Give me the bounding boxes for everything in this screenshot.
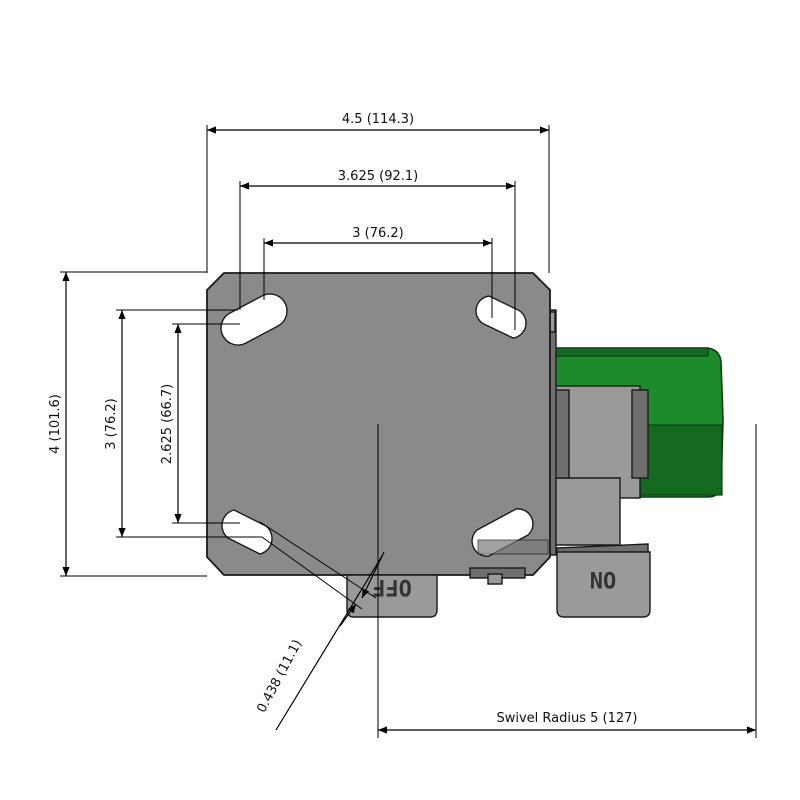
bolt-slot-bottom-right-shadow [477, 539, 549, 555]
pedal-hinge-bolt [487, 573, 503, 585]
brake-pedal-off: OFF [346, 574, 438, 618]
bolt-outer-width-label: 3.625 (92.1) [338, 169, 418, 184]
slot-width-label: 0.438 (11.1) [254, 637, 305, 715]
bolt-slot-top-right [475, 295, 527, 339]
bolt-outer-height-label: 3 (76.2) [104, 398, 119, 450]
bolt-inner-height-label: 2.625 (66.7) [160, 384, 175, 464]
dimension-lines [62, 126, 756, 734]
off-pedal-label: OFF [372, 574, 412, 599]
bolt-slot-bottom-left [221, 509, 273, 555]
extension-lines [60, 125, 757, 738]
bolt-inner-width-label: 3 (76.2) [352, 226, 404, 241]
fork-bracket-right [631, 389, 649, 479]
wheel-top-band [547, 347, 709, 357]
bolt-slot-top-left [220, 293, 288, 346]
swivel-radius-label: Swivel Radius 5 (127) [496, 711, 637, 726]
on-pedal-label: ON [590, 566, 617, 591]
wheel-assembly [545, 309, 724, 556]
on-pedal [556, 551, 651, 618]
brake-pedal-on: ON [556, 543, 651, 618]
overall-width-label: 4.5 (114.3) [342, 112, 414, 127]
overall-height-label: 4 (101.6) [48, 394, 63, 454]
wheel-tread-shade [639, 424, 723, 496]
fork-leg [553, 477, 621, 546]
